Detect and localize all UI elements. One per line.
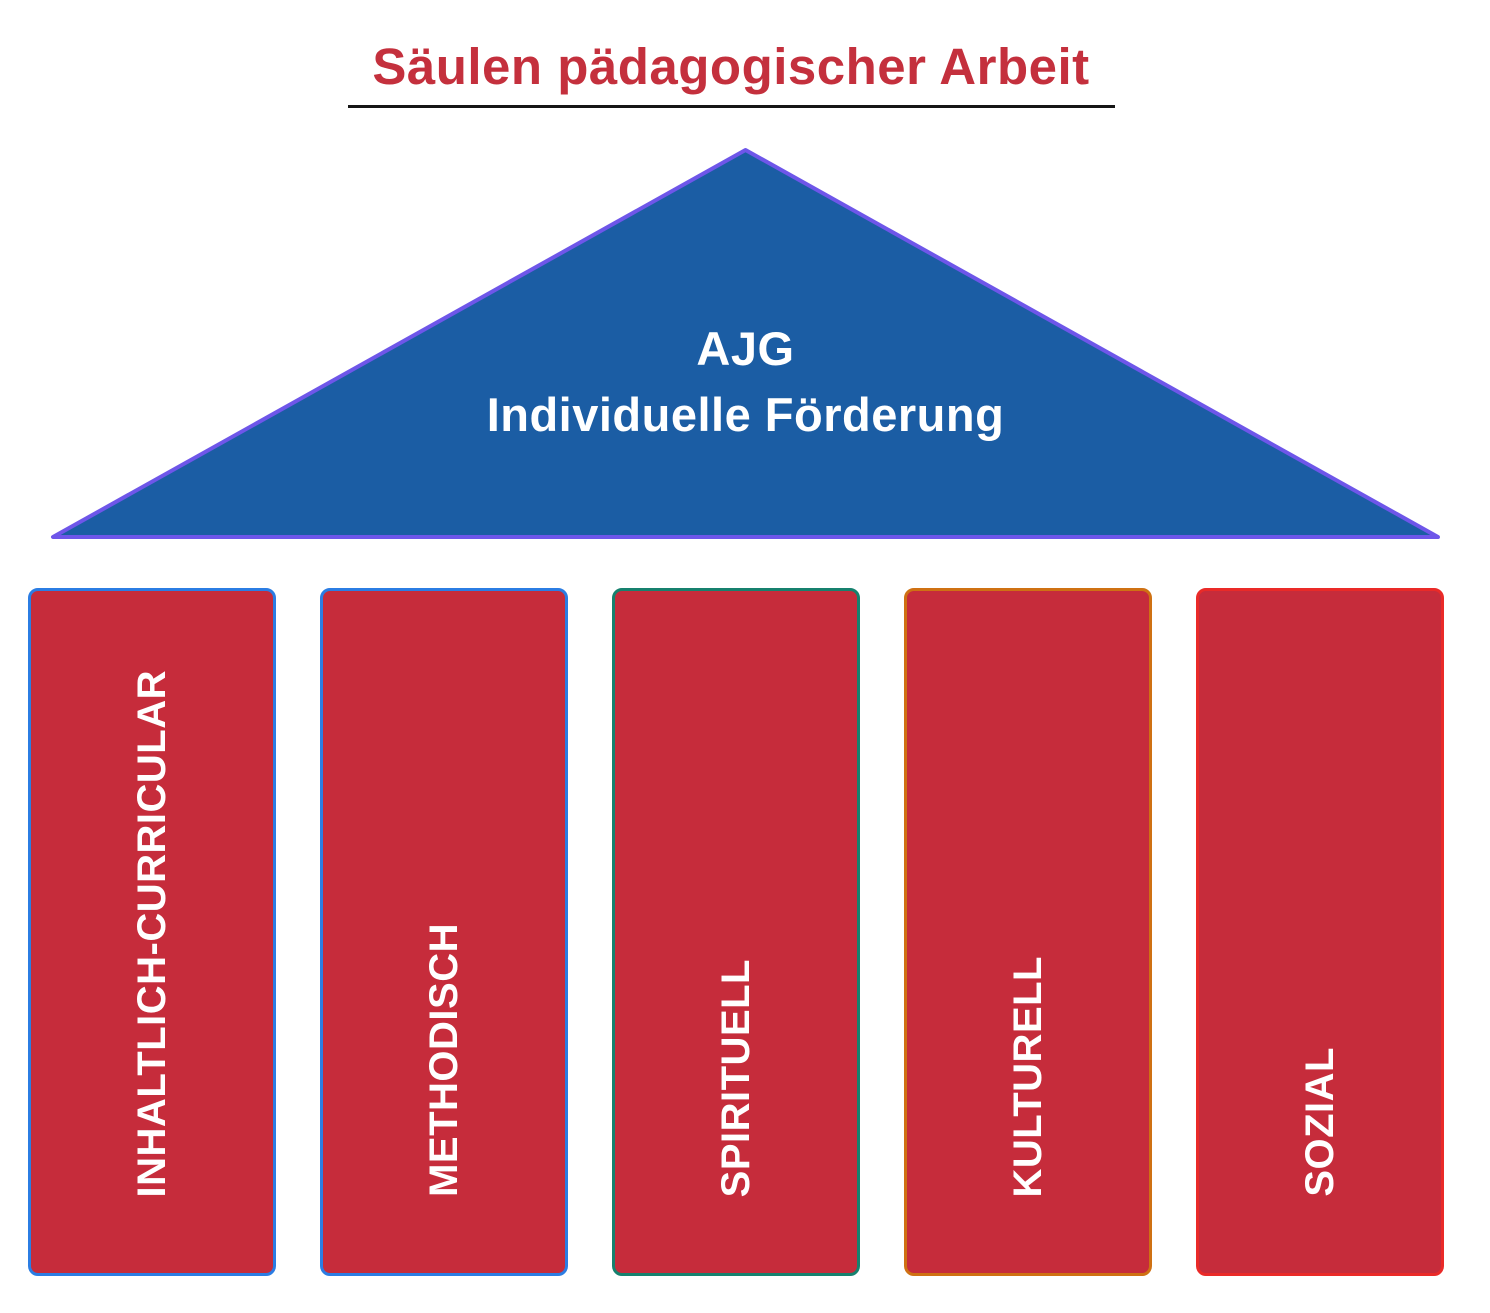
title-block: Säulen pädagogischer Arbeit (0, 38, 1462, 108)
roof-triangle (51, 148, 1440, 539)
pillar-inhaltlich-curricular: INHALTLICH-CURRICULAR (28, 588, 276, 1276)
pillar-spirituell: SPIRITUELL (612, 588, 860, 1276)
pillar-methodisch: METHODISCH (320, 588, 568, 1276)
pillar-sozial: SOZIAL (1196, 588, 1444, 1276)
pillars-row: INHALTLICH-CURRICULAR METHODISCH SPIRITU… (28, 588, 1444, 1276)
roof-label-line2: Individuelle Förderung (486, 388, 1005, 441)
roof-label: AJG Individuelle Förderung (47, 316, 1444, 448)
roof-triangle-shape (51, 148, 1440, 539)
title-underline (347, 105, 1115, 108)
pillar-kulturell: KULTURELL (904, 588, 1152, 1276)
pillar-label: METHODISCH (421, 923, 466, 1197)
page-title: Säulen pädagogischer Arbeit (372, 38, 1090, 95)
pillar-label: KULTURELL (1005, 955, 1050, 1198)
pillar-label: SOZIAL (1297, 1047, 1342, 1197)
roof-label-line1: AJG (696, 322, 795, 375)
pillar-label: INHALTLICH-CURRICULAR (129, 669, 174, 1197)
pillar-label: SPIRITUELL (713, 958, 758, 1197)
